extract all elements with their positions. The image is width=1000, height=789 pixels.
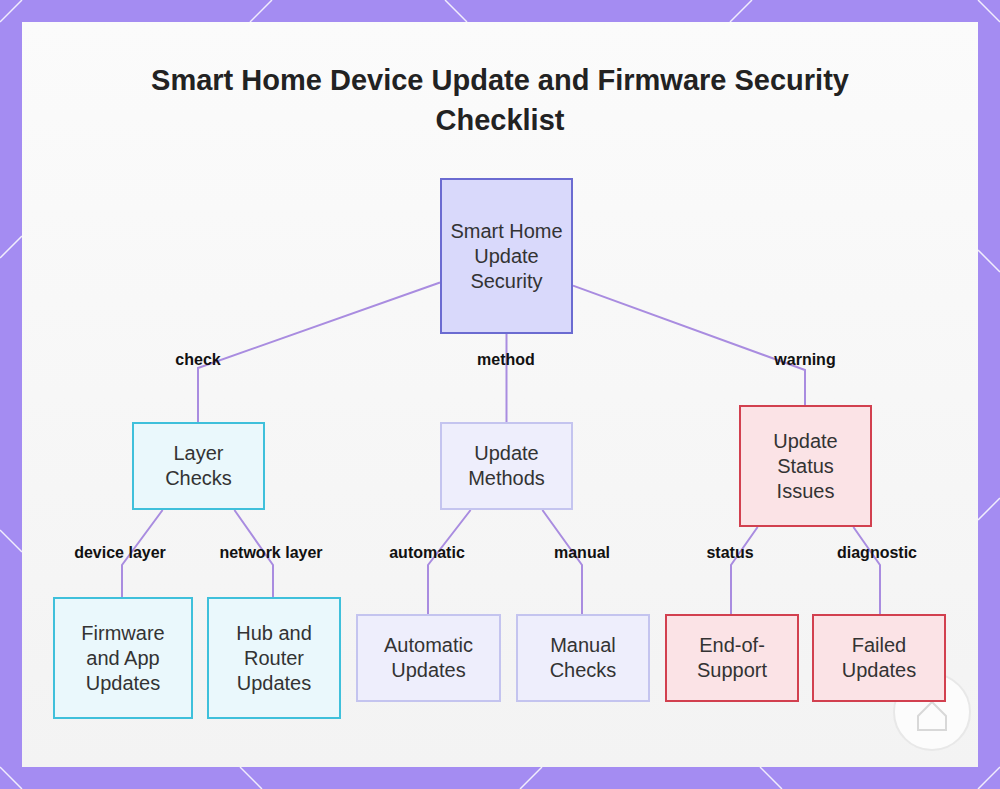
- process-box: End-of-Support: [665, 614, 799, 702]
- process-box: Hub and Router Updates: [207, 597, 341, 719]
- diagram-title: Smart Home Device Update and Firmware Se…: [150, 60, 850, 140]
- edge-label: device layer: [74, 544, 166, 562]
- node-text: Update Methods: [450, 441, 563, 491]
- node-text: Layer Checks: [142, 441, 255, 491]
- connector-line: [731, 527, 758, 614]
- node-text: Automatic Updates: [366, 633, 491, 683]
- node-text: Firmware and App Updates: [63, 621, 183, 696]
- node-text: Update Status Issues: [749, 429, 862, 504]
- process-box: Failed Updates: [812, 614, 946, 702]
- connector-line: [542, 510, 582, 614]
- process-box: Smart Home Update Security: [440, 178, 573, 334]
- edge-label: manual: [554, 544, 610, 562]
- process-box: Manual Checks: [516, 614, 650, 702]
- node-text: End-of-Support: [675, 633, 789, 683]
- node-text: Hub and Router Updates: [217, 621, 331, 696]
- connector-line: [573, 286, 805, 405]
- connector-line: [506, 334, 508, 422]
- edge-label: method: [477, 351, 535, 369]
- edge-label: automatic: [389, 544, 465, 562]
- connector-line: [198, 283, 440, 422]
- edge-label: warning: [774, 351, 835, 369]
- process-box: Update Status Issues: [739, 405, 872, 527]
- connector-line: [853, 527, 880, 614]
- edge-label: status: [706, 544, 753, 562]
- node-text: Manual Checks: [526, 633, 640, 683]
- process-box: Update Methods: [440, 422, 573, 510]
- process-box: Firmware and App Updates: [53, 597, 193, 719]
- connector-line: [428, 510, 471, 614]
- edge-label: check: [175, 351, 220, 369]
- process-box: Layer Checks: [132, 422, 265, 510]
- edge-label: network layer: [219, 544, 322, 562]
- node-text: Failed Updates: [822, 633, 936, 683]
- node-text: Smart Home Update Security: [450, 219, 563, 294]
- process-box: Automatic Updates: [356, 614, 501, 702]
- edge-label: diagnostic: [837, 544, 917, 562]
